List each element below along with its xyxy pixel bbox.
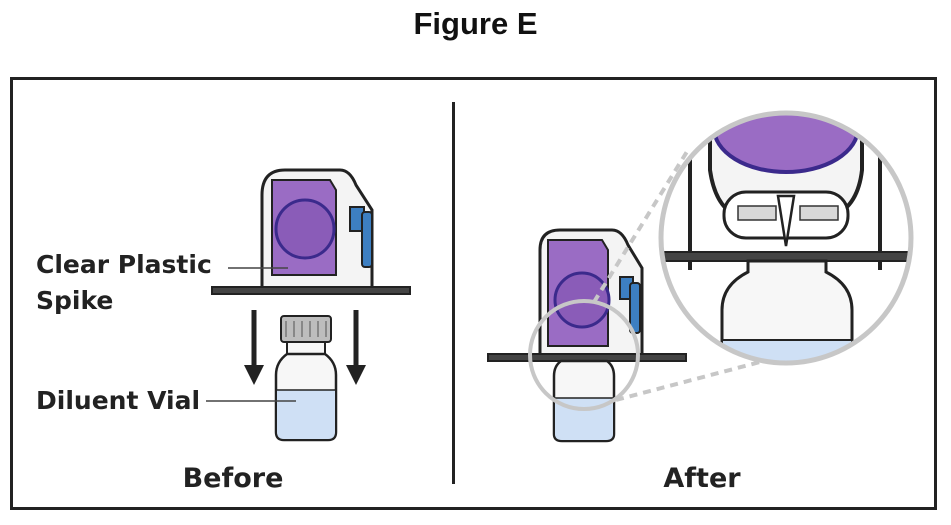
spike-base-bar (211, 286, 411, 295)
magnifier-connector-top (592, 148, 690, 304)
magnified-detail (661, 113, 911, 363)
after-illustration (487, 110, 914, 443)
magnifier-connector-bottom (615, 360, 761, 402)
vial-label: Diluent Vial (36, 386, 201, 415)
magnifier-large-circle (658, 110, 914, 366)
figure-title: Figure E (413, 6, 538, 41)
after-caption: After (663, 463, 741, 494)
diluent-vial (274, 315, 338, 442)
before-illustration (206, 168, 411, 442)
magnifier-small-circle (528, 299, 640, 411)
assembled-vial (552, 359, 616, 443)
spike-label-line2: Spike (36, 286, 114, 315)
panel-divider (452, 102, 455, 484)
down-arrow-left (244, 310, 264, 385)
down-arrow-right (346, 310, 366, 385)
clear-plastic-spike (260, 168, 374, 290)
figure-frame (10, 77, 937, 510)
spike-label-line1: Clear Plastic (36, 250, 212, 279)
before-caption: Before (182, 463, 284, 494)
